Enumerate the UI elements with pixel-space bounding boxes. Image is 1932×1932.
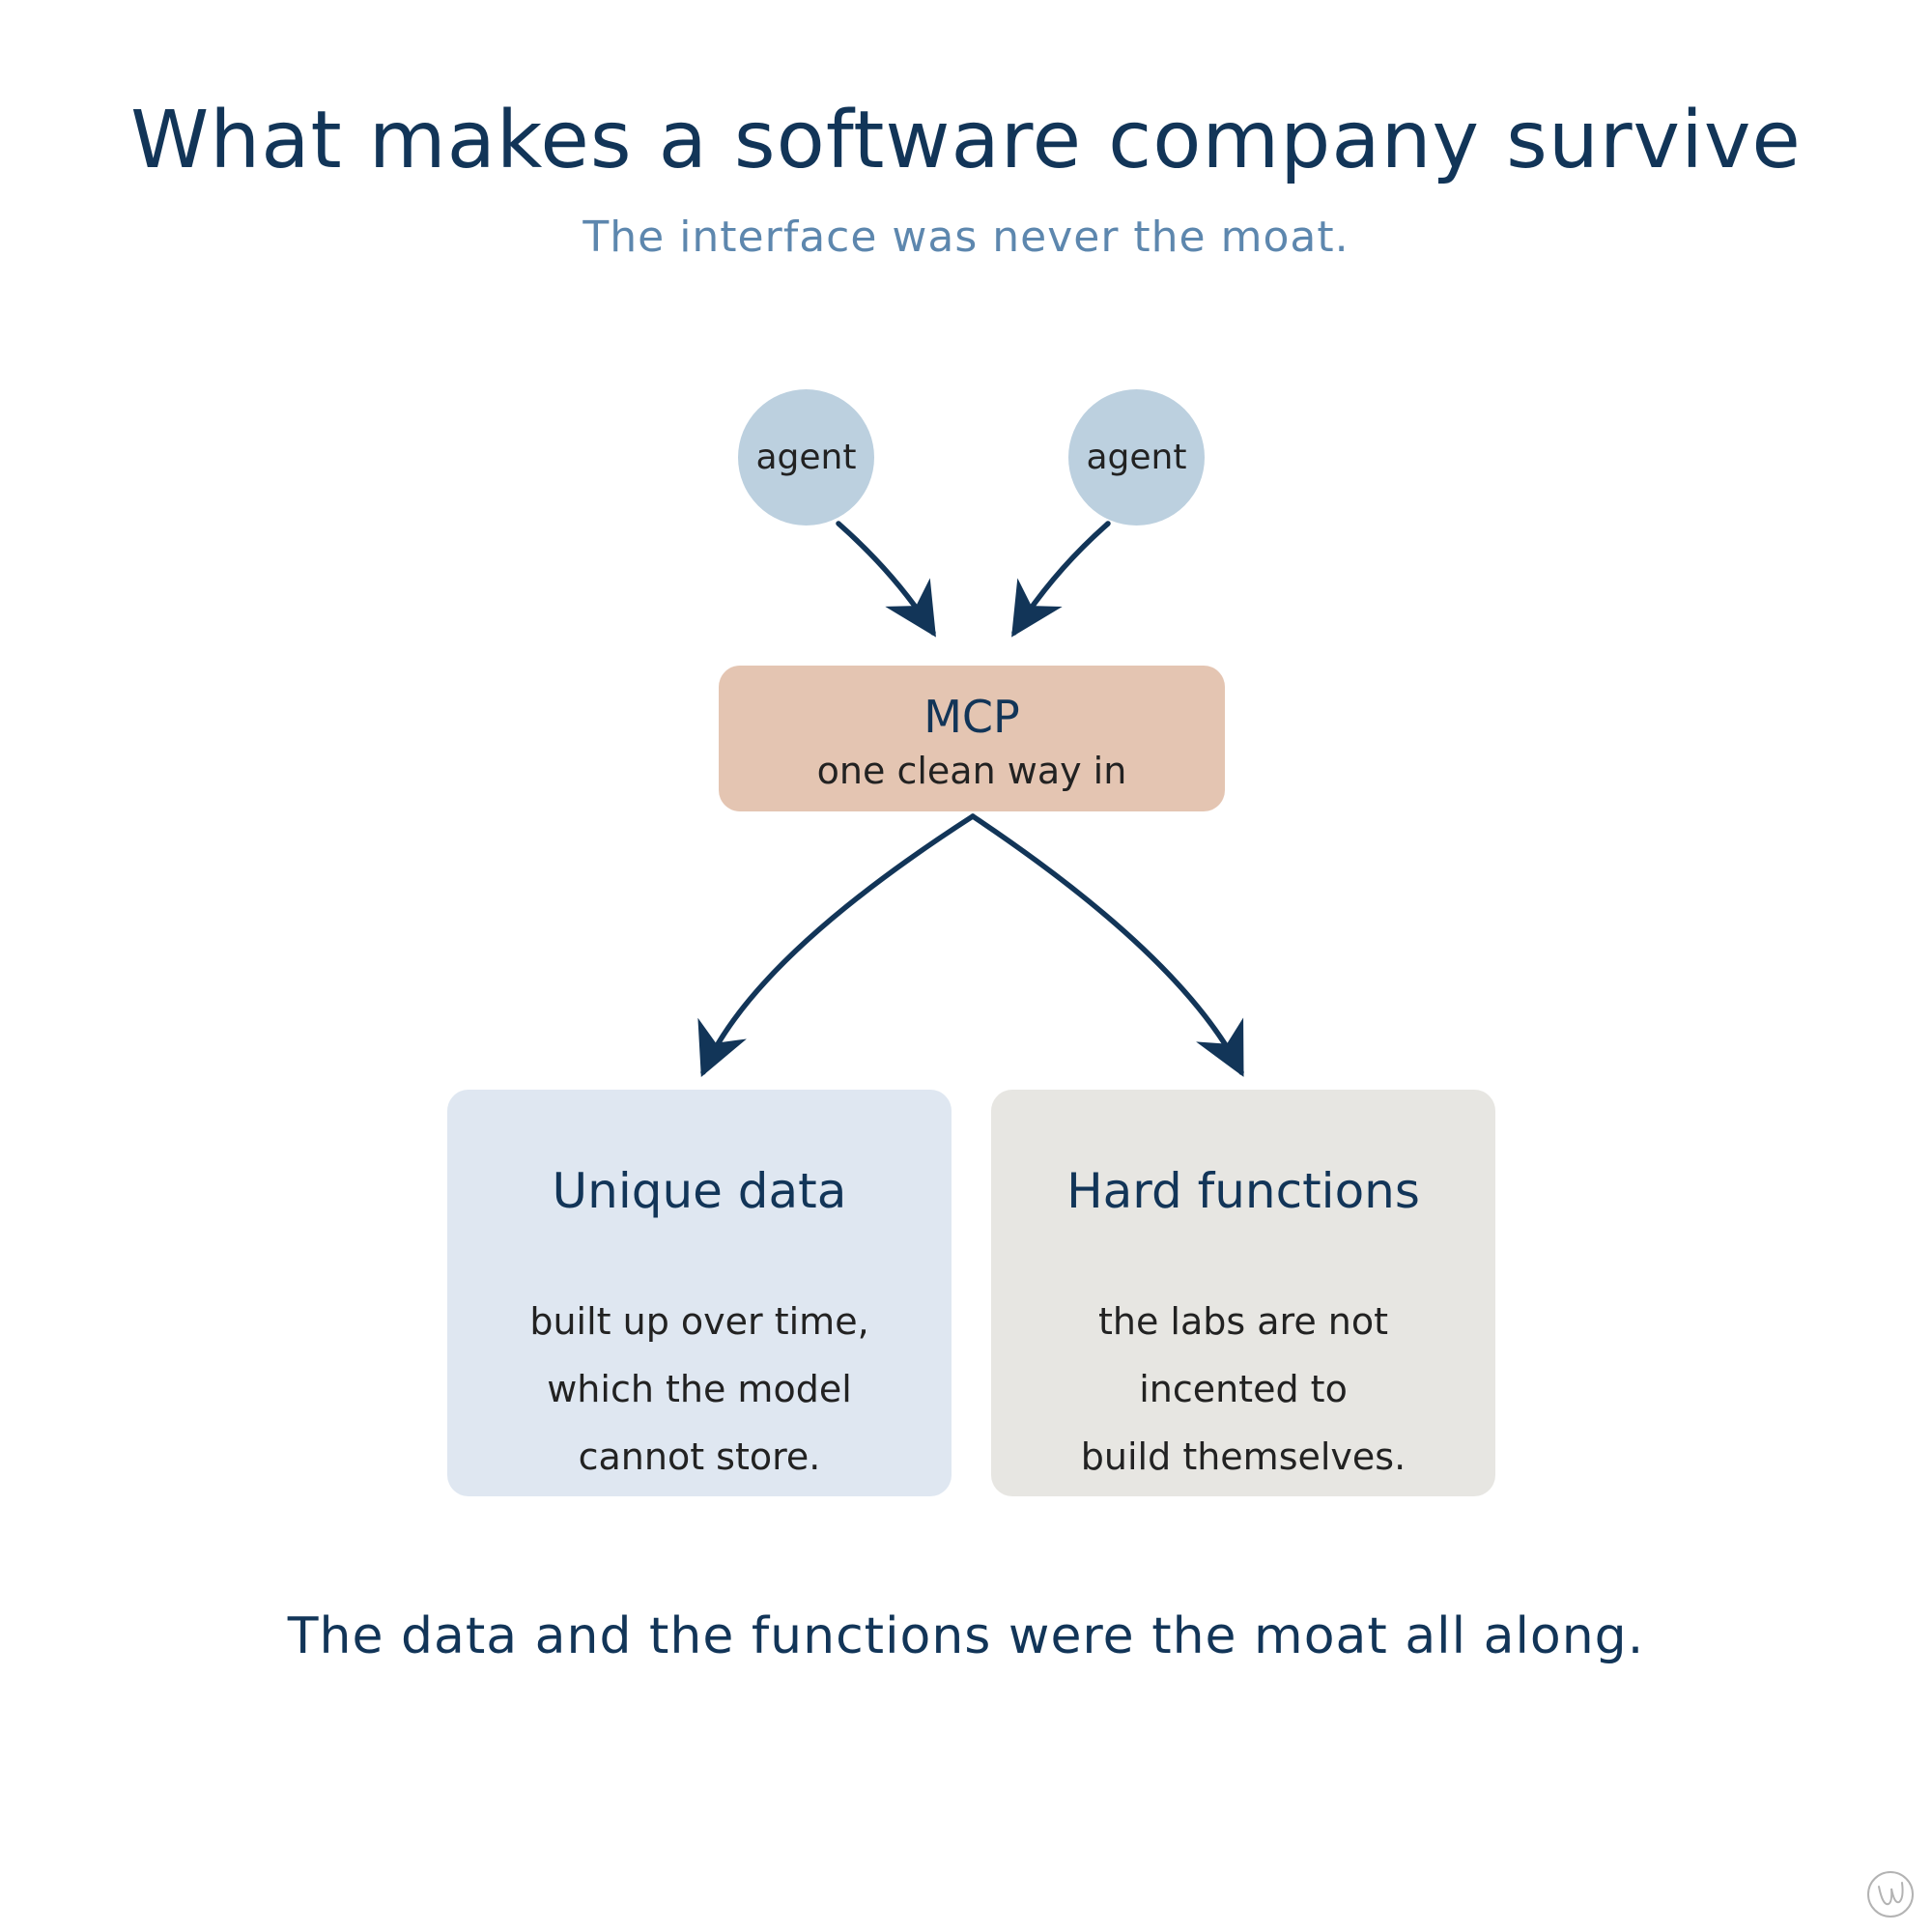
card-description: built up over time, which the model cann…	[447, 1288, 952, 1491]
arrow-mcp-to-hard-functions	[970, 813, 1244, 1077]
agent-node-left: agent	[738, 389, 874, 526]
card-text-line: which the model	[547, 1368, 852, 1410]
card-text-line: cannot store.	[578, 1435, 821, 1478]
card-text-line: build themselves.	[1080, 1435, 1406, 1478]
card-title: Unique data	[552, 1163, 847, 1219]
agent-label: agent	[1086, 438, 1187, 477]
diagram-footer: The data and the functions were the moat…	[287, 1607, 1645, 1665]
card-text-line: built up over time,	[529, 1300, 869, 1343]
mcp-subtitle: one clean way in	[816, 750, 1127, 792]
mcp-node: MCP one clean way in	[719, 666, 1225, 811]
card-text-line: incented to	[1139, 1368, 1348, 1410]
agent-label: agent	[755, 438, 857, 477]
unique-data-card: Unique data built up over time, which th…	[447, 1090, 952, 1496]
arrow-agent-right-to-mcp	[1011, 521, 1111, 638]
card-description: the labs are not incented to build thems…	[991, 1288, 1495, 1491]
card-text-line: the labs are not	[1097, 1300, 1389, 1343]
card-title: Hard functions	[1066, 1163, 1420, 1219]
arrow-agent-left-to-mcp	[836, 521, 936, 638]
diagram-subtitle: The interface was never the moat.	[582, 213, 1350, 262]
signature-logo-icon	[1867, 1871, 1914, 1918]
agent-node-right: agent	[1068, 389, 1205, 526]
hard-functions-card: Hard functions the labs are not incented…	[991, 1090, 1495, 1496]
diagram-title: What makes a software company survive	[130, 95, 1802, 186]
mcp-title: MCP	[923, 691, 1020, 743]
arrow-mcp-to-unique-data	[697, 813, 976, 1078]
